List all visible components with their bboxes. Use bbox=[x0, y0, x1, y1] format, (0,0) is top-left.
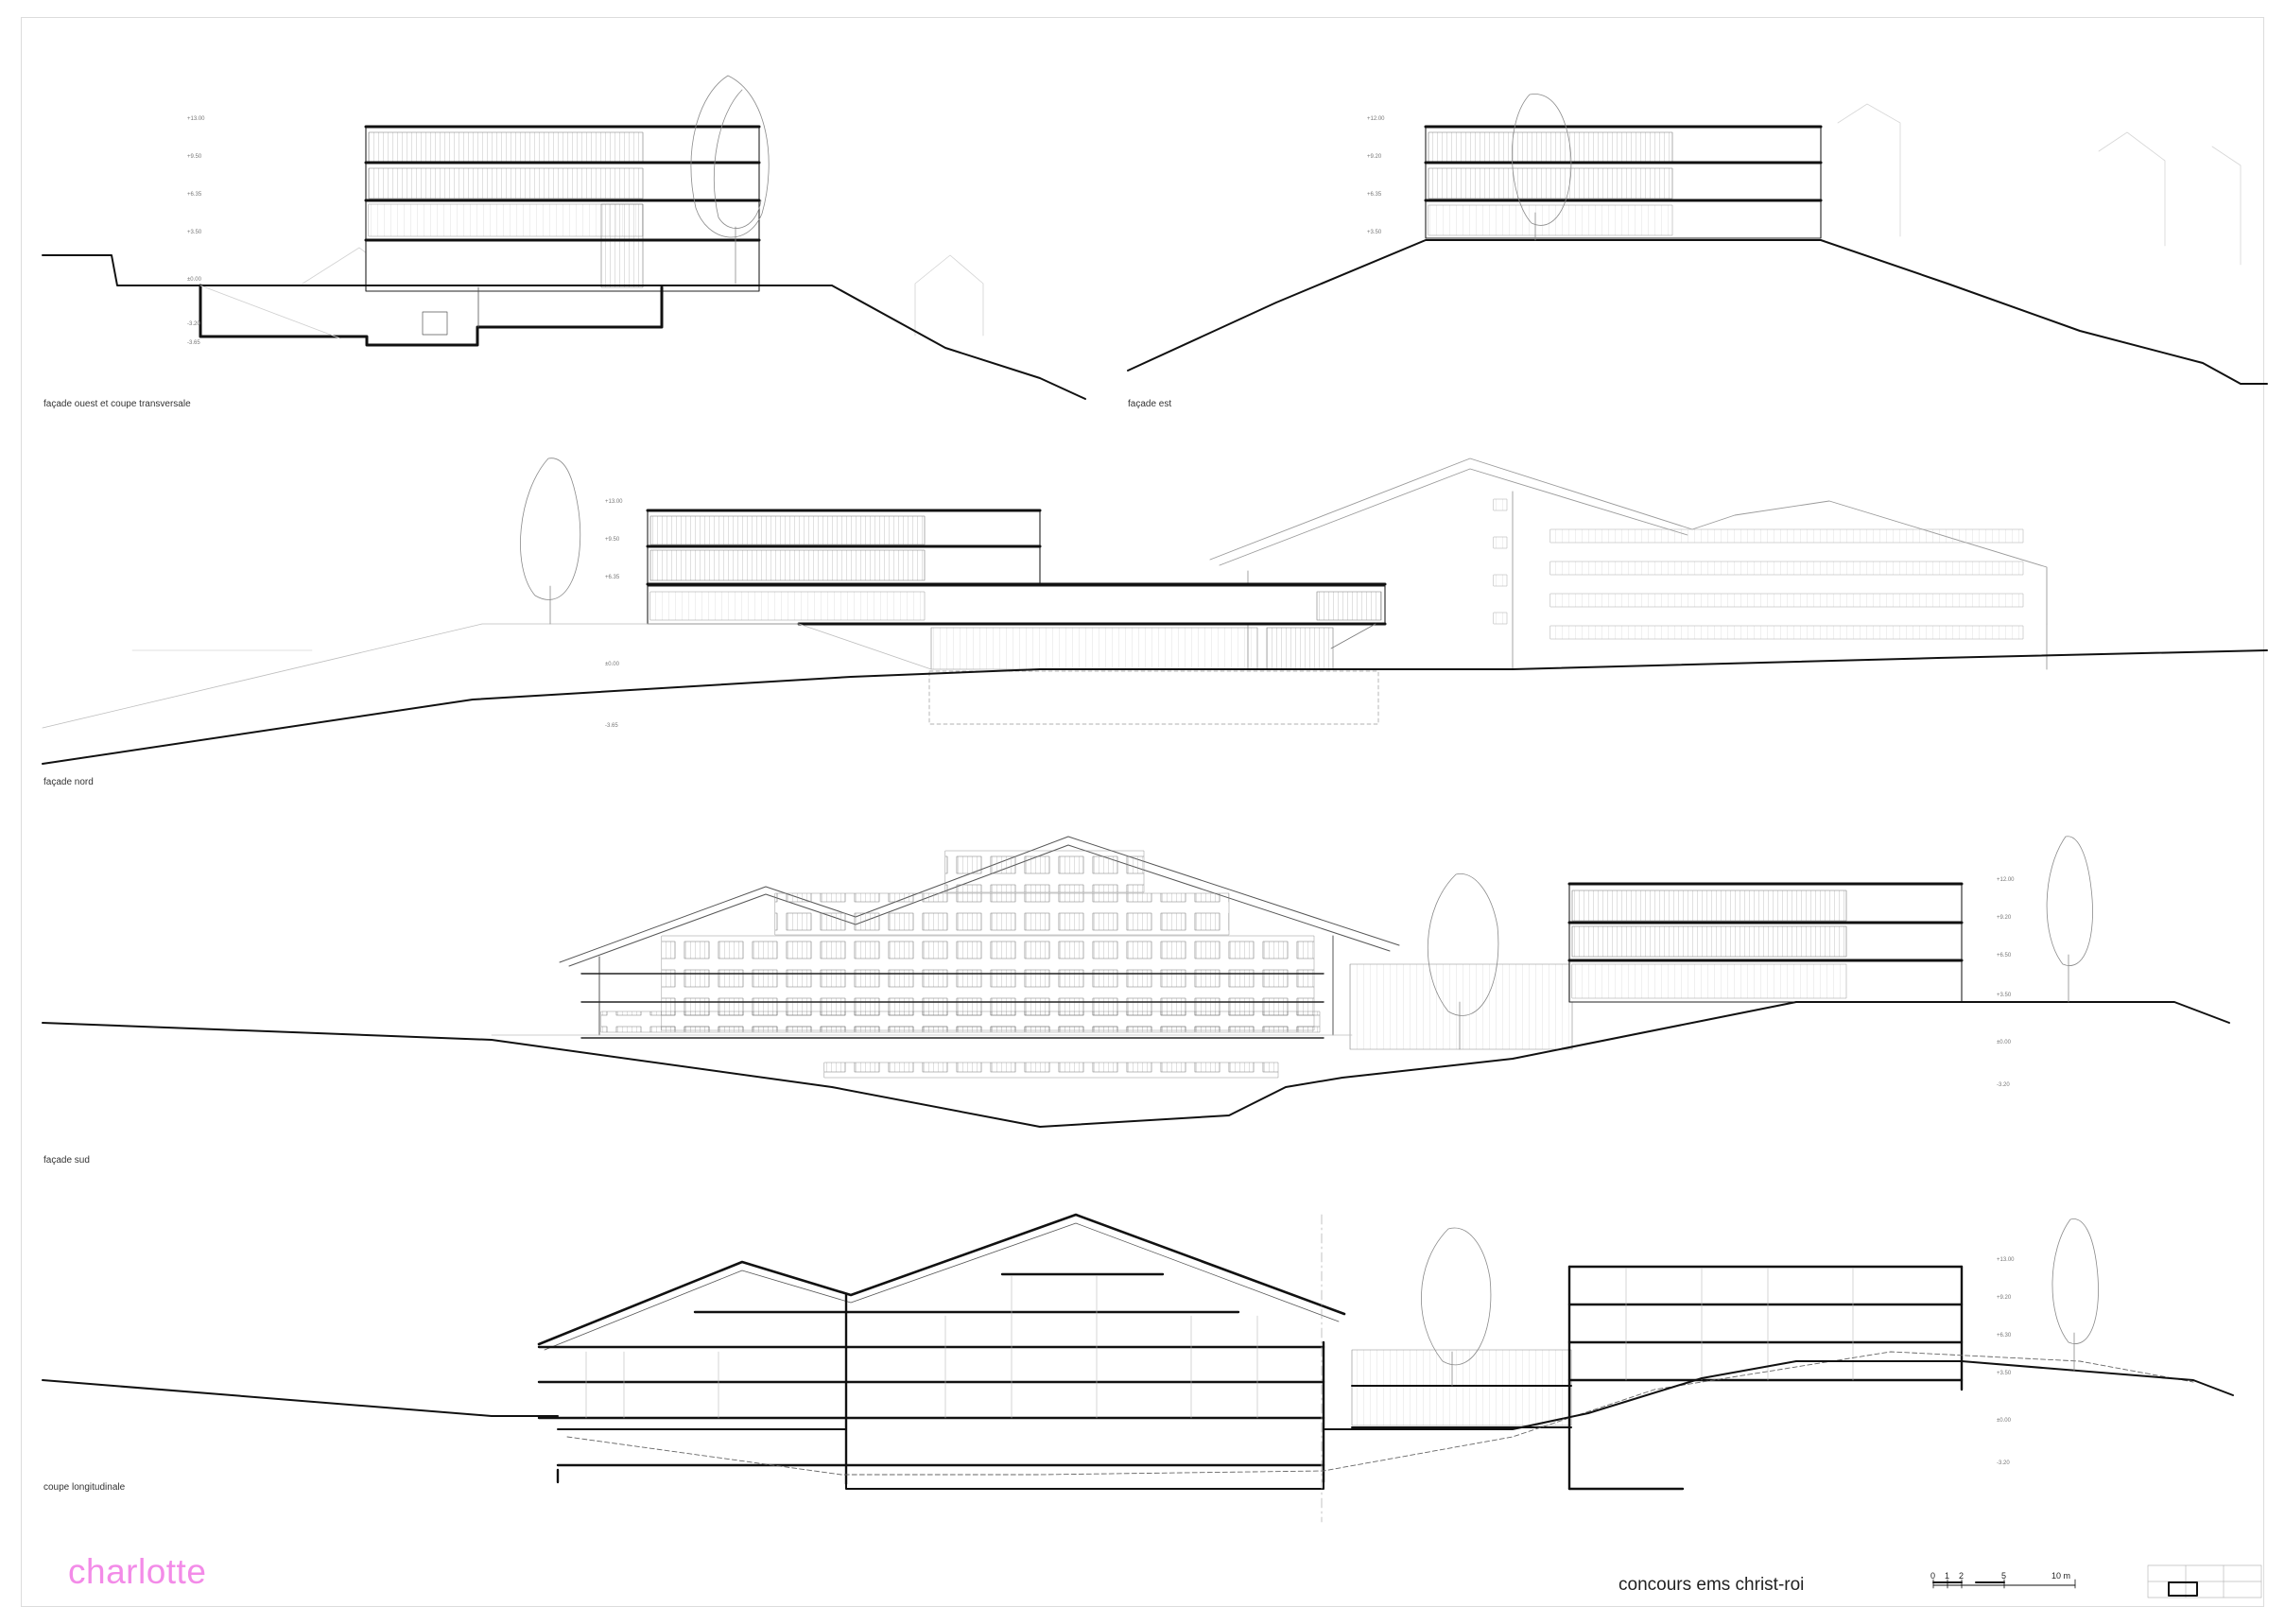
south-trees bbox=[1427, 836, 2093, 1050]
level-label: ±0.00 bbox=[187, 277, 201, 283]
west-terrain-line bbox=[42, 254, 1086, 400]
west-facade-section bbox=[42, 75, 1086, 400]
longitudinal-section bbox=[42, 1213, 2234, 1523]
scale-label: 1 bbox=[1945, 1571, 1950, 1581]
level-label: +9.50 bbox=[605, 537, 620, 543]
section-trees bbox=[1421, 1218, 2099, 1387]
level-label: -3.20 bbox=[1997, 1082, 2010, 1088]
level-label: ±0.00 bbox=[605, 662, 619, 667]
level-label: -3.65 bbox=[187, 340, 200, 346]
scale-label: 5 bbox=[2001, 1571, 2007, 1581]
level-label: +13.00 bbox=[187, 116, 205, 122]
caption-north: façade nord bbox=[43, 777, 94, 787]
east-facade bbox=[1127, 94, 2268, 385]
north-facade bbox=[42, 458, 2268, 765]
caption-longitudinal: coupe longitudinale bbox=[43, 1482, 126, 1493]
scale-label: 0 bbox=[1930, 1571, 1936, 1581]
charlotte-logo: charlotte bbox=[68, 1552, 207, 1591]
level-label: +9.20 bbox=[1997, 915, 2012, 921]
caption-east: façade est bbox=[1128, 399, 1172, 409]
level-label: +13.00 bbox=[1997, 1257, 2015, 1263]
caption-west: façade ouest et coupe transversale bbox=[43, 399, 191, 409]
level-label: +9.20 bbox=[1367, 154, 1382, 160]
level-label: +3.50 bbox=[1997, 1371, 2012, 1376]
level-label: +12.00 bbox=[1997, 877, 2015, 883]
level-label: +9.20 bbox=[1997, 1295, 2012, 1301]
context-buildings bbox=[1837, 103, 2242, 266]
level-label: +6.35 bbox=[605, 575, 620, 580]
west-tree bbox=[690, 75, 770, 285]
level-label: -3.20 bbox=[1997, 1460, 2010, 1466]
north-tree bbox=[520, 458, 581, 625]
title-stamp bbox=[2147, 1564, 2262, 1598]
level-label: -3.65 bbox=[605, 723, 618, 729]
scale-label: 2 bbox=[1959, 1571, 1965, 1581]
level-label: ±0.00 bbox=[1997, 1040, 2011, 1045]
chalet-windows bbox=[1493, 498, 2024, 640]
level-label: ±0.00 bbox=[1997, 1418, 2011, 1424]
level-label: +6.50 bbox=[1997, 953, 2012, 959]
level-label: +6.35 bbox=[187, 192, 202, 198]
level-label: +3.50 bbox=[187, 230, 202, 235]
level-label: +9.50 bbox=[187, 154, 202, 160]
level-label: +12.00 bbox=[1367, 116, 1385, 122]
sheet-border bbox=[21, 17, 2264, 1607]
east-tree bbox=[1511, 94, 1572, 241]
sheet-title: concours ems christ-roi bbox=[1619, 1575, 1805, 1595]
level-label: +3.50 bbox=[1997, 993, 2012, 998]
level-label: +6.30 bbox=[1997, 1333, 2012, 1339]
scale-label: 10 m bbox=[2051, 1571, 2071, 1581]
level-label: +6.35 bbox=[1367, 192, 1382, 198]
scale-bar bbox=[1932, 1579, 2076, 1589]
south-facade bbox=[42, 836, 2230, 1128]
caption-south: façade sud bbox=[43, 1155, 90, 1166]
level-label: +3.50 bbox=[1367, 230, 1382, 235]
level-label: -3.20 bbox=[187, 321, 200, 327]
level-label: +13.00 bbox=[605, 499, 623, 505]
